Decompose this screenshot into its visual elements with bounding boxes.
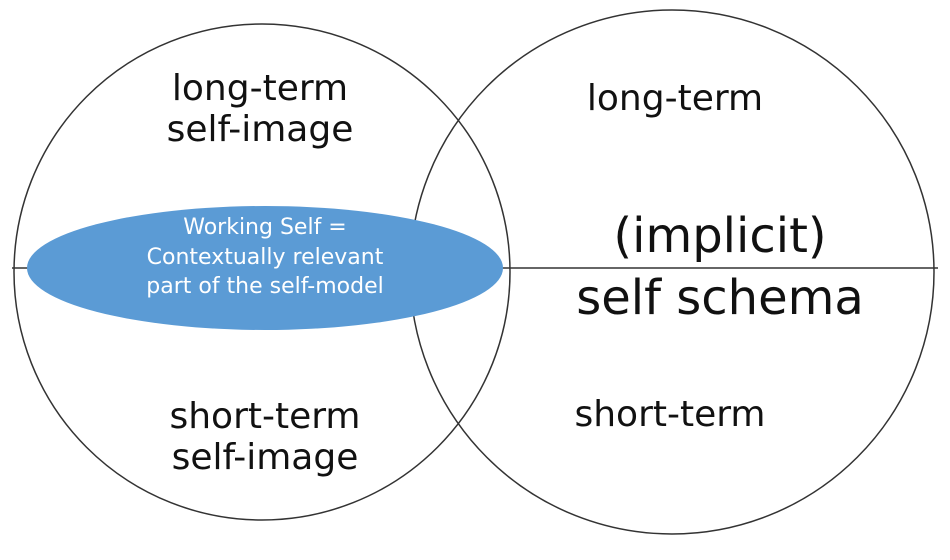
left-bottom-label-line-2: self-image bbox=[171, 437, 359, 479]
left-bottom-label: short-term self-image bbox=[140, 396, 390, 479]
right-bottom-label: short-term bbox=[574, 394, 766, 435]
left-top-label-line-1: long-term bbox=[171, 68, 349, 109]
working-self-line-3: part of the self-model bbox=[146, 274, 384, 300]
working-self-ellipse bbox=[27, 206, 503, 330]
working-self-line-1: Working Self = bbox=[183, 215, 347, 240]
left-top-label-line-2: self-image bbox=[166, 109, 354, 151]
left-top-label: long-term self-image bbox=[140, 68, 380, 151]
right-center-label: (implicit) self schema bbox=[530, 205, 910, 330]
left-circle bbox=[13, 23, 511, 521]
working-self-line-2: Contextually relevant bbox=[146, 244, 384, 270]
right-top-label: long-term bbox=[586, 78, 764, 119]
right-center-label-line-1: (implicit) bbox=[613, 208, 827, 264]
right-center-label-line-2: self schema bbox=[576, 270, 864, 327]
left-bottom-label-line-1: short-term bbox=[169, 396, 361, 437]
working-self-text: Working Self = Contextually relevant par… bbox=[75, 213, 455, 302]
